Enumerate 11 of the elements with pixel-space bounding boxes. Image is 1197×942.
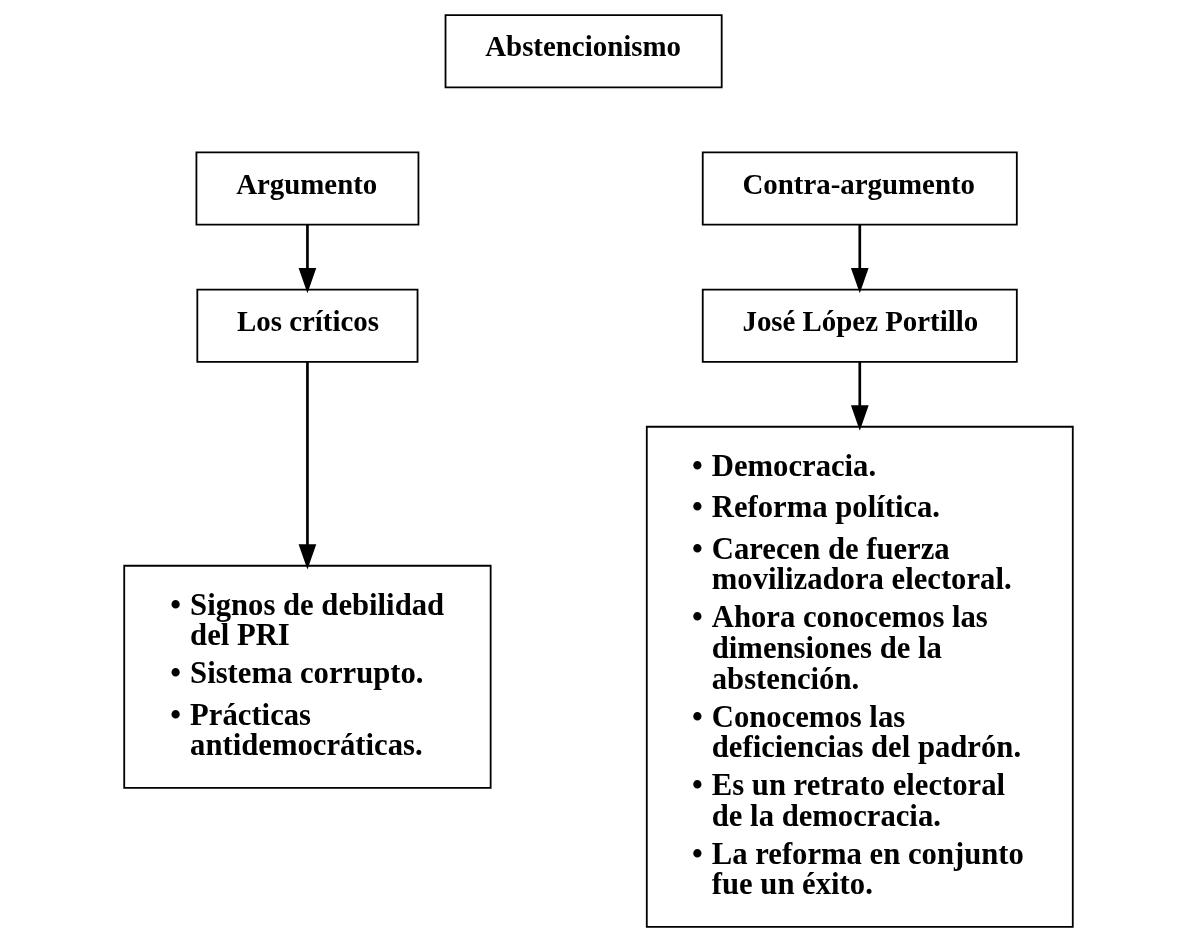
node-box: • Democracia. • Reforma política. • Carecen de fuerza movilizadora electoral. • Ahora conocemos las dimensiones de la abstención. • Conocemos las deficiencias del padrón. • Es un retrato electoral de la democracia. • La reforma en conjunto fue un éxito. <box>645 425 1074 928</box>
node-box: Abstencionismo <box>444 14 723 89</box>
arrow <box>298 224 317 294</box>
node-box: Los críticos <box>196 288 419 363</box>
node-box: Contra-argumento <box>701 151 1018 226</box>
arrow <box>298 362 317 570</box>
node-box: • Signos de debilidad del PRI • Sistema corrupto. • Prácticas antidemocráticas. <box>123 564 492 789</box>
arrow <box>850 362 869 431</box>
node-box: Argumento <box>195 151 420 226</box>
arrow <box>850 224 869 294</box>
node-box: José López Portillo <box>701 288 1018 363</box>
